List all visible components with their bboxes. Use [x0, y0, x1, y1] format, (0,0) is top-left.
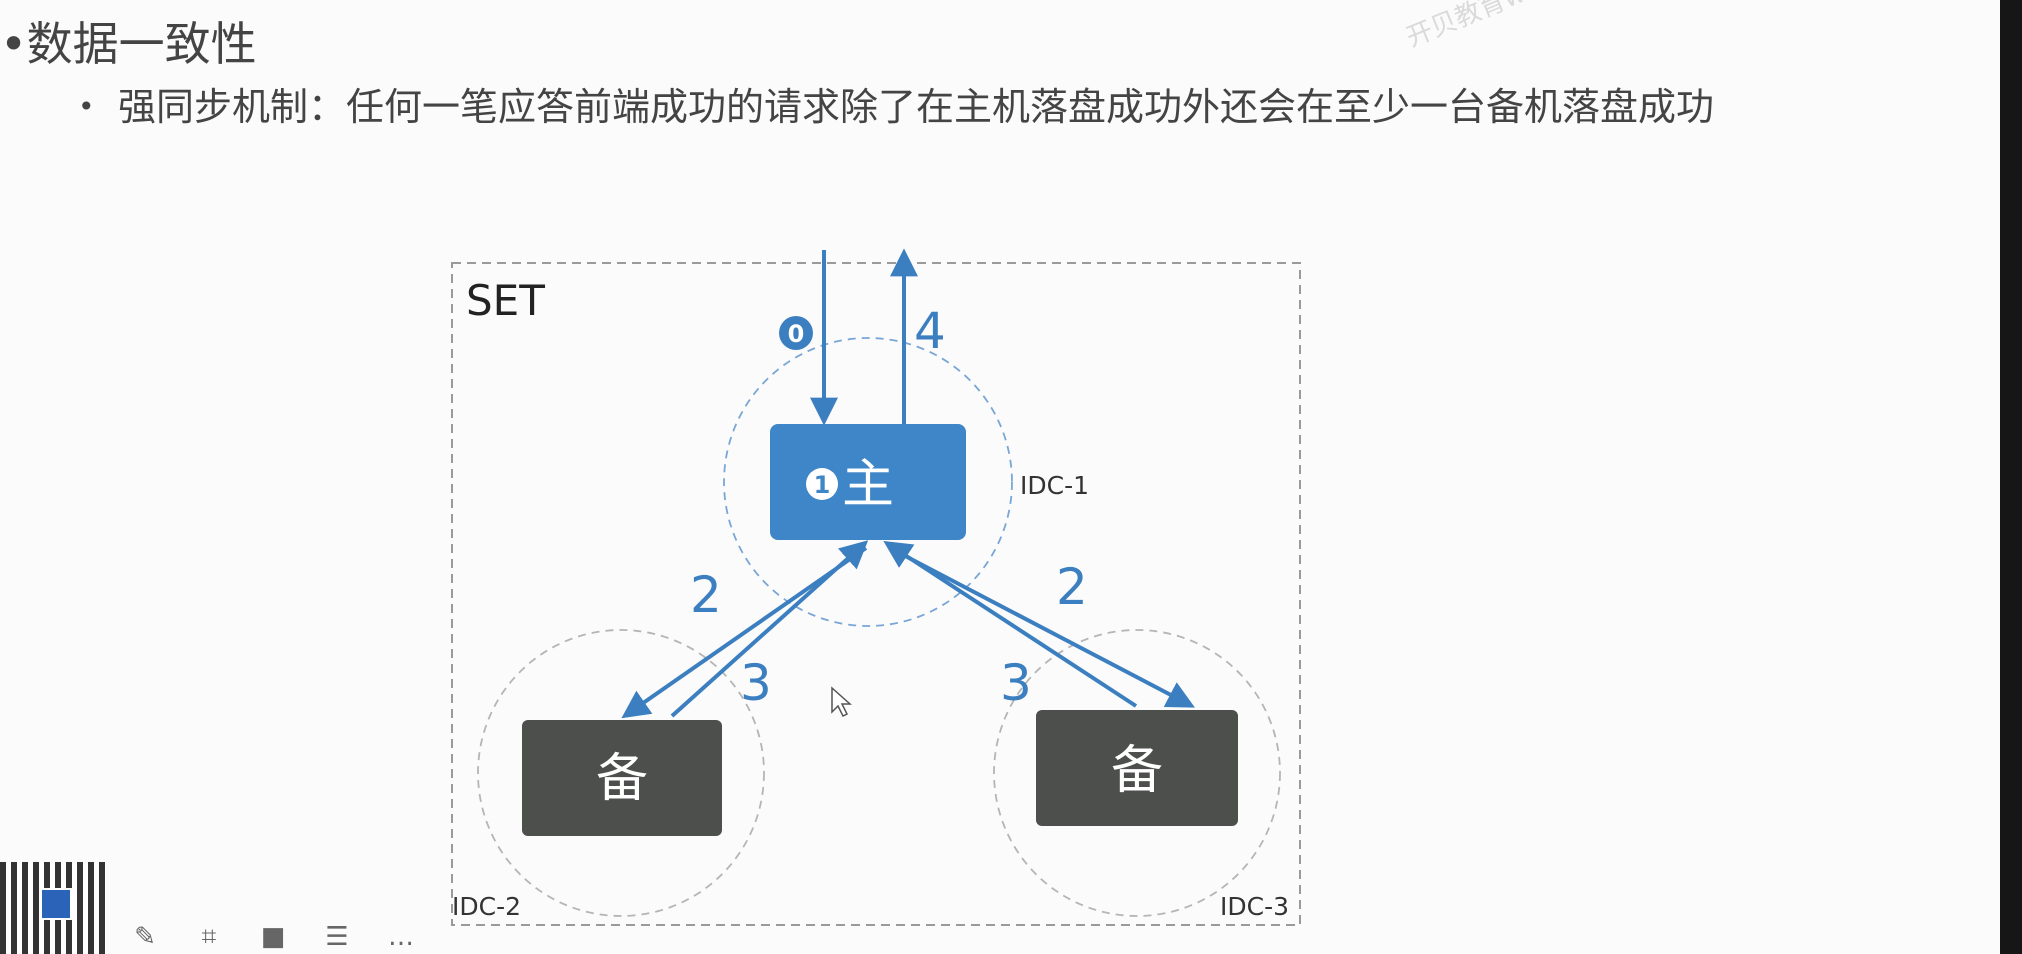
idc2-circle: [477, 629, 765, 917]
backup-right-label: 备: [1111, 741, 1163, 801]
step-ack-left: 3: [740, 654, 772, 712]
primary-node: [770, 424, 966, 540]
qr-logo: [40, 888, 72, 920]
idc3-label: IDC-3: [1220, 892, 1289, 921]
backup-node-left: [522, 720, 722, 836]
step-ack-right: 3: [1000, 654, 1032, 712]
window-edge: [2000, 0, 2022, 954]
sub-bullet-dot: •: [78, 90, 95, 123]
heading-bullet: • 数据一致性: [0, 14, 257, 74]
step-replicate-left: 2: [690, 566, 722, 624]
screenshot-icon[interactable]: ⌗: [201, 921, 217, 952]
notes-icon[interactable]: ☰: [325, 922, 349, 952]
mouse-cursor-icon: [831, 686, 852, 718]
primary-step-badge: [806, 468, 838, 500]
backup-node-right: [1036, 710, 1238, 826]
arrow-ack-right: [883, 540, 1138, 708]
pencil-icon[interactable]: ✎: [134, 922, 156, 952]
step-in-number: 0: [788, 320, 805, 348]
heading-text: 数据一致性: [26, 17, 257, 71]
step-in-badge: [779, 316, 813, 350]
camera-icon[interactable]: ■: [260, 922, 286, 952]
step-out-number: 4: [914, 302, 946, 360]
arrow-ack-left: [670, 540, 869, 718]
idc2-label: IDC-2: [452, 892, 521, 921]
primary-node-label: 主: [842, 455, 894, 515]
step-replicate-right: 2: [1056, 558, 1088, 616]
idc1-label: IDC-1: [1020, 471, 1089, 500]
more-icon[interactable]: …: [388, 922, 414, 952]
bottom-toolbar: ✎ ⌗ ■ ☰ …: [128, 920, 418, 954]
backup-left-label: 备: [596, 749, 648, 809]
set-label: SET: [466, 276, 545, 325]
arrow-replicate-right: [889, 546, 1195, 708]
set-boundary: [451, 262, 1301, 926]
sub-bullet-text: 强同步机制：任何一笔应答前端成功的请求除了在主机落盘成功外还会在至少一台备机落盘…: [118, 85, 1715, 129]
primary-step-number: 1: [814, 471, 831, 499]
idc3-circle: [993, 629, 1281, 917]
idc1-circle: [723, 337, 1013, 627]
